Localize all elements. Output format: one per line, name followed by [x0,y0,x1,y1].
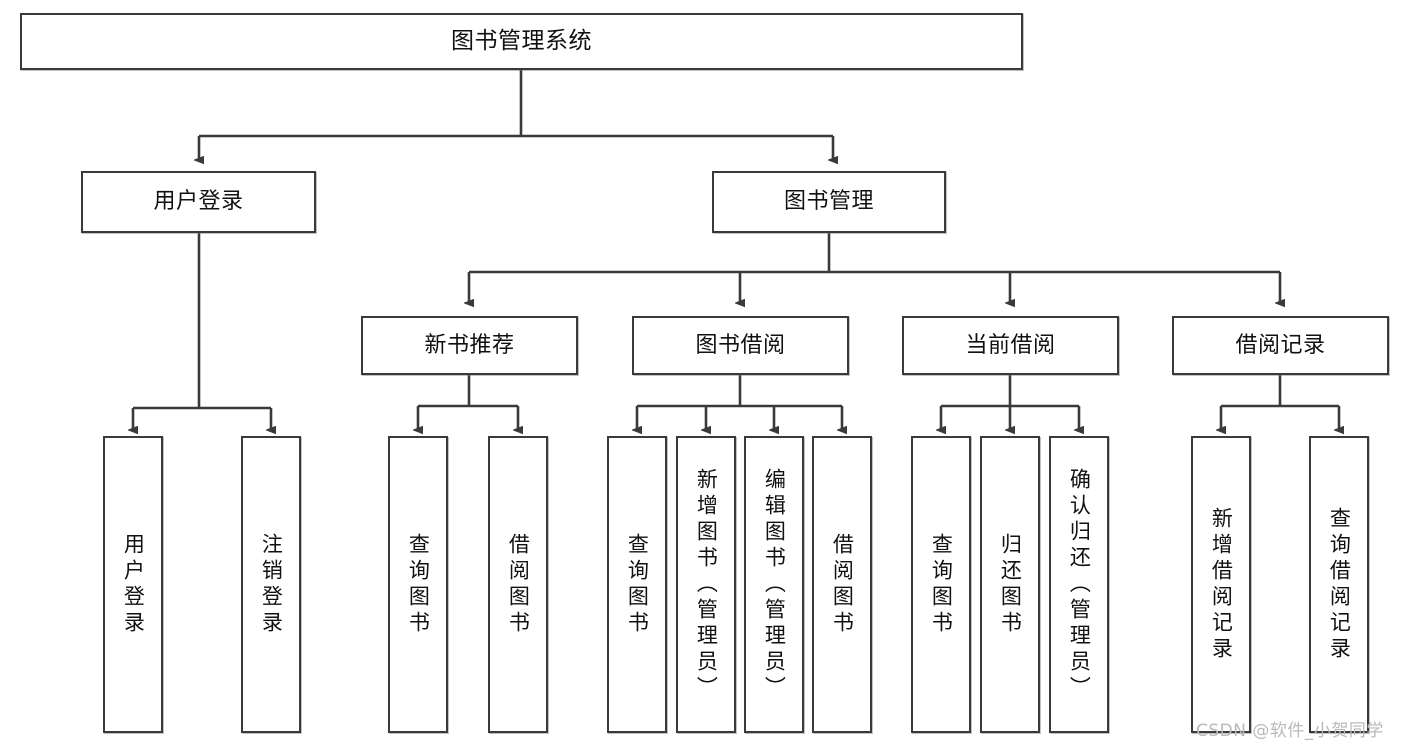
csdn-watermark: CSDN @软件_小贺同学 [1196,721,1384,741]
node-label: 新增借阅记录 [1209,506,1234,663]
node-label: 图书借阅 [695,332,786,358]
node-borrow-record[interactable]: 借阅记录 [1172,316,1389,375]
leaf-recommend-borrow-book[interactable]: 借阅图书 [488,436,548,733]
node-label: 查询图书 [406,532,431,637]
leaf-borrow-edit-book-admin[interactable]: 编辑图书（管理员） [744,436,804,733]
node-label: 新增图书（管理员） [694,467,719,702]
leaf-user-login[interactable]: 用户登录 [103,436,163,733]
node-label: 查询借阅记录 [1327,506,1352,663]
leaf-recommend-query-book[interactable]: 查询图书 [388,436,448,733]
node-label: 借阅记录 [1235,332,1326,358]
node-label: 用户登录 [153,189,244,215]
node-label: 查询图书 [929,532,954,637]
leaf-current-return-book[interactable]: 归还图书 [980,436,1040,733]
node-label: 借阅图书 [506,532,531,637]
leaf-current-confirm-return-admin[interactable]: 确认归还（管理员） [1049,436,1109,733]
node-label: 注销登录 [259,532,284,637]
leaf-user-logout[interactable]: 注销登录 [241,436,301,733]
node-label: 用户登录 [121,532,146,637]
node-label: 新书推荐 [424,332,515,358]
leaf-current-query-book[interactable]: 查询图书 [911,436,971,733]
leaf-borrow-borrow-book[interactable]: 借阅图书 [812,436,872,733]
leaf-record-query-record[interactable]: 查询借阅记录 [1309,436,1369,733]
node-label: 确认归还（管理员） [1067,467,1092,702]
node-user-login[interactable]: 用户登录 [81,171,316,233]
leaf-borrow-query-book[interactable]: 查询图书 [607,436,667,733]
node-book-borrow[interactable]: 图书借阅 [632,316,849,375]
node-root-system[interactable]: 图书管理系统 [20,13,1023,70]
node-label: 归还图书 [998,532,1023,637]
node-label: 图书管理 [783,189,874,215]
node-label: 借阅图书 [830,532,855,637]
node-label: 当前借阅 [965,332,1056,358]
node-label: 编辑图书（管理员） [762,467,787,702]
node-label: 查询图书 [625,532,650,637]
node-current-borrow[interactable]: 当前借阅 [902,316,1119,375]
node-new-book-recommend[interactable]: 新书推荐 [361,316,578,375]
leaf-borrow-add-book-admin[interactable]: 新增图书（管理员） [676,436,736,733]
leaf-record-add-record[interactable]: 新增借阅记录 [1191,436,1251,733]
node-book-management[interactable]: 图书管理 [712,171,946,233]
node-label: 图书管理系统 [451,27,592,54]
